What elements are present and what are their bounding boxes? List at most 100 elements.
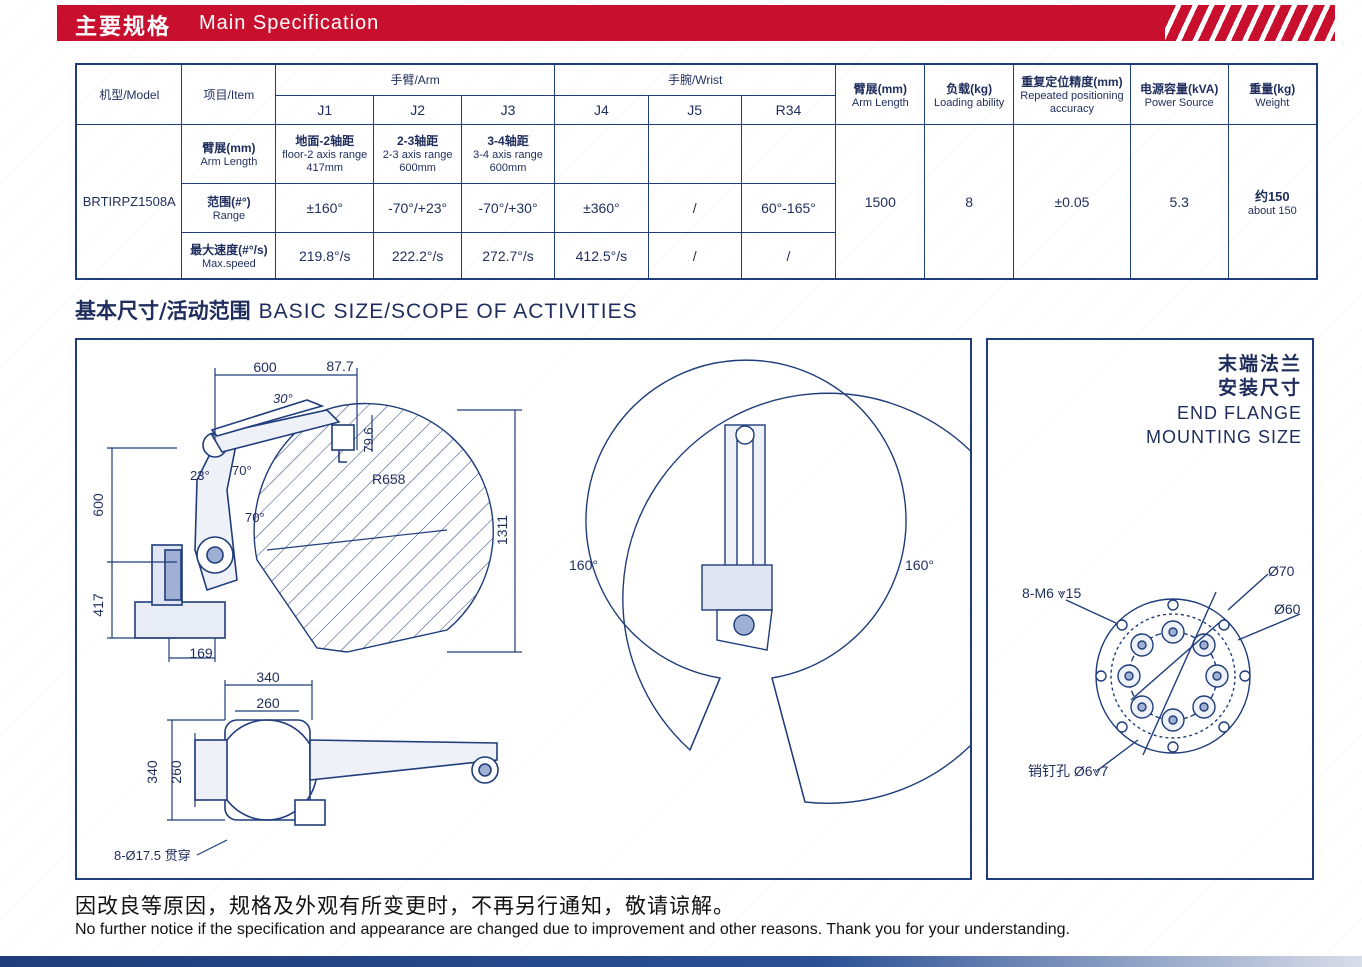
- rotation-right: 160°: [905, 557, 934, 573]
- dim-600-top: 600: [253, 359, 277, 375]
- row-label-speed: 最大速度(#°/s) Max.speed: [181, 232, 277, 280]
- flange-title-zh-1: 末端法兰: [1217, 353, 1302, 375]
- spec-table: 机型/Model 项目/Item 手臂/Arm 手腕/Wrist 臂展(mm) …: [75, 63, 1318, 280]
- row-label-range: 范围(#°) Range: [181, 182, 277, 234]
- accuracy-header-zh: 重复定位精度(mm): [1021, 75, 1123, 90]
- section-title: 基本尺寸/活动范围 BASIC SIZE/SCOPE OF ACTIVITIES: [75, 295, 638, 325]
- model-cell: BRTIRPZ1508A: [75, 124, 183, 280]
- dim-260-top: 260: [256, 695, 280, 711]
- rotation-diagram: [585, 359, 1034, 804]
- arm-group-header: 手臂/Arm: [275, 63, 555, 96]
- range-j3: -70°/+30°: [461, 182, 555, 234]
- power-header-zh: 电源容量(kVA): [1139, 81, 1219, 96]
- arm-length-header: 臂展(mm) Arm Length: [835, 63, 926, 126]
- flange-m6: 8-M6 ⩔15: [1022, 585, 1081, 601]
- joint-header-r34: R34: [740, 94, 837, 126]
- flange-d60: Ø60: [1274, 601, 1301, 617]
- dim-340-top: 340: [256, 669, 280, 685]
- item-header: 项目/Item: [181, 63, 277, 126]
- end-flange-panel: 末端法兰 安装尺寸 END FLANGE MOUNTING SIZE: [986, 338, 1314, 880]
- accuracy-header-en1: Repeated positioning: [1020, 90, 1124, 103]
- bottom-bar: [0, 956, 1362, 967]
- cell-arm-length-j4: [553, 124, 649, 184]
- cell-j3-b: 3-4 axis range: [473, 149, 543, 162]
- cell-j2-c: 600mm: [399, 162, 436, 175]
- flange-title-en-2: MOUNTING SIZE: [1146, 427, 1302, 447]
- accuracy-header-en2: accuracy: [1049, 103, 1094, 116]
- speed-j3: 272.7°/s: [461, 232, 555, 280]
- dim-169: 169: [189, 645, 213, 661]
- cell-arm-length-r34: [740, 124, 837, 184]
- power-header-en: Power Source: [1144, 96, 1214, 109]
- weight-header-en: Weight: [1255, 96, 1290, 109]
- flange-title-en-1: END FLANGE: [1176, 403, 1302, 423]
- flange-title: 末端法兰 安装尺寸 END FLANGE MOUNTING SIZE: [1146, 352, 1302, 448]
- range-j5: /: [647, 182, 742, 234]
- dimension-drawing-panel: 600 87.7 30° 79.6 23° 70° 70° R658 1311 …: [75, 338, 1034, 880]
- dim-30deg: 30°: [273, 391, 293, 406]
- speed-j5: /: [647, 232, 742, 280]
- dim-holes: 8-Ø17.5 贯穿: [114, 848, 191, 863]
- weight-header: 重量(kg) Weight: [1227, 63, 1318, 126]
- dim-70deg-b: 70°: [245, 510, 265, 525]
- accuracy-header: 重复定位精度(mm) Repeated positioning accuracy: [1013, 63, 1131, 126]
- notice-en: No further notice if the specification a…: [75, 921, 1070, 938]
- joint-header-j5: J5: [647, 94, 742, 126]
- joint-header-j3: J3: [461, 94, 555, 126]
- speed-j1: 219.8°/s: [275, 232, 375, 280]
- row-label-speed-zh: 最大速度(#°/s): [190, 242, 268, 257]
- notice-zh: 因改良等原因，规格及外观有所变更时，不再另行通知，敬请谅解。: [75, 894, 735, 918]
- cell-arm-length-j1: 地面-2轴距 floor-2 axis range 417mm: [275, 124, 375, 184]
- cell-j3-a: 3-4轴距: [487, 134, 529, 149]
- dim-417: 417: [90, 593, 106, 617]
- cell-j3-c: 600mm: [489, 162, 527, 175]
- weight-header-zh: 重量(kg): [1249, 81, 1296, 96]
- range-j2: -70°/+23°: [373, 182, 463, 234]
- cell-j1-a: 地面-2轴距: [295, 134, 355, 149]
- flange-title-zh-2: 安装尺寸: [1217, 377, 1302, 399]
- accuracy-value: ±0.05: [1013, 124, 1131, 280]
- range-j1: ±160°: [275, 182, 375, 234]
- header-title-zh: 主要规格: [75, 15, 172, 40]
- arm-length-header-en: Arm Length: [851, 96, 909, 109]
- power-value: 5.3: [1129, 124, 1229, 280]
- dim-260-left: 260: [168, 760, 184, 784]
- speed-j4: 412.5°/s: [553, 232, 649, 280]
- row-label-arm-length-zh: 臂展(mm): [202, 140, 256, 155]
- range-r34: 60°-165°: [740, 182, 837, 234]
- weight-value-en: about 150: [1247, 204, 1297, 217]
- load-header-en: Loading ability: [933, 96, 1005, 109]
- row-label-range-zh: 范围(#°): [207, 194, 251, 209]
- dim-600-left: 600: [90, 493, 106, 517]
- weight-value: 约150 about 150: [1227, 124, 1318, 280]
- cell-j1-c: 417mm: [306, 162, 344, 175]
- row-label-range-en: Range: [212, 209, 246, 222]
- arm-length-header-zh: 臂展(mm): [853, 81, 907, 96]
- flange-d70: Ø70: [1268, 563, 1295, 579]
- range-j4: ±360°: [553, 182, 649, 234]
- row-label-arm-length-en: Arm Length: [200, 155, 258, 168]
- dim-1311: 1311: [494, 515, 510, 545]
- flange-pin-hole: 销钉孔 Ø6⩔7: [1028, 763, 1108, 779]
- cell-arm-length-j5: [647, 124, 742, 184]
- header-stripes: [1165, 5, 1335, 41]
- dim-70deg-a: 70°: [232, 463, 252, 478]
- power-header: 电源容量(kVA) Power Source: [1129, 63, 1229, 126]
- cell-arm-length-j2: 2-3轴距 2-3 axis range 600mm: [373, 124, 463, 184]
- model-header: 机型/Model: [75, 63, 183, 126]
- joint-header-j4: J4: [553, 94, 649, 126]
- section-title-en: BASIC SIZE/SCOPE OF ACTIVITIES: [258, 300, 638, 323]
- dim-r658: R658: [372, 471, 406, 487]
- header-title-en: Main Specification: [199, 12, 380, 34]
- robot-dimension-drawing: 600 87.7 30° 79.6 23° 70° 70° R658 1311 …: [90, 358, 1034, 863]
- joint-header-j2: J2: [373, 94, 463, 126]
- dim-79-6: 79.6: [361, 427, 376, 452]
- cell-arm-length-j3: 3-4轴距 3-4 axis range 600mm: [461, 124, 555, 184]
- work-envelope: [253, 402, 494, 653]
- dim-23deg: 23°: [190, 468, 210, 483]
- section-title-zh: 基本尺寸/活动范围: [75, 299, 251, 323]
- speed-j2: 222.2°/s: [373, 232, 463, 280]
- load-header-zh: 负载(kg): [946, 81, 993, 96]
- dim-340-left: 340: [144, 760, 160, 784]
- robot-side-view: [134, 399, 355, 639]
